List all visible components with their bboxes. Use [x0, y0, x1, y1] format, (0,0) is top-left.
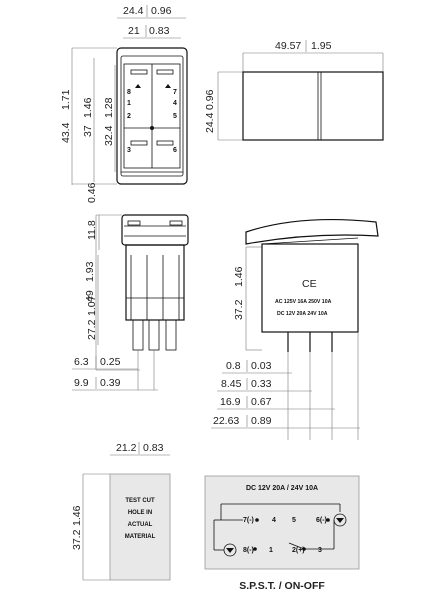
- dim-body-height-b: 1.93: [84, 261, 96, 282]
- pin-7: 7: [173, 89, 177, 96]
- dim-side-height-b: 0.96: [204, 89, 216, 110]
- dim-cut-width-b: 0.83: [143, 442, 164, 454]
- schematic-title: DC 12V 20A / 24V 10A: [246, 485, 318, 492]
- dim-cut-width-a: 21.2: [116, 442, 137, 454]
- side-view: 49.57 1.95 24.4 0.96: [204, 40, 384, 141]
- term-5: 5: [292, 517, 296, 524]
- dim-cut-height-b: 1.46: [71, 505, 83, 526]
- dim-term-len-a: 27.2: [86, 319, 98, 340]
- term-3: 3: [318, 547, 322, 554]
- cut-hole-template: 21.2 0.83 37.2 1.46 TEST CUT HOLE IN ACT…: [71, 442, 171, 581]
- pin-4: 4: [173, 100, 177, 107]
- cut-label-line4: MATERIAL: [125, 534, 156, 540]
- dim-r3-b: 0.67: [251, 396, 272, 408]
- dim-r-height-b: 1.46: [233, 266, 245, 287]
- dim-r4-b: 0.89: [251, 415, 272, 427]
- dim-inner-height-b: 1.28: [103, 97, 115, 118]
- front-profile: 49 1.93 11.8 0.46 27.2 1.07 6.3 0.25 9.: [72, 182, 189, 391]
- dc-rating: DC 12V 20A 24V 10A: [277, 311, 328, 317]
- dim-total-height-a: 43.4: [60, 122, 72, 143]
- term-4: 4: [272, 517, 276, 524]
- dim-top-width-a: 24.4: [123, 5, 144, 17]
- dim-r4-a: 22.63: [213, 415, 239, 427]
- dim-r2-b: 0.33: [251, 378, 272, 390]
- dim-r1-a: 0.8: [226, 360, 241, 372]
- cut-label-line2: HOLE IN: [128, 510, 152, 516]
- dim-term-len-b: 1.07: [86, 295, 98, 316]
- dim-side-width-b: 1.95: [311, 40, 332, 52]
- dim-cap-height-b: 0.46: [86, 182, 98, 203]
- dim-body-height-a: 49: [84, 290, 96, 302]
- pin-1: 1: [127, 100, 131, 107]
- dim-side-width-a: 49.57: [275, 40, 301, 52]
- dim-cut-height-a: 37.2: [71, 529, 83, 550]
- dim-r3-a: 16.9: [220, 396, 241, 408]
- term-8: 8(-): [243, 547, 254, 554]
- dim-top-width-b: 0.96: [151, 5, 172, 17]
- pin-5: 5: [173, 113, 177, 120]
- dim-inner-width-b: 0.83: [149, 25, 170, 37]
- dim-total-height-b: 1.71: [60, 89, 72, 110]
- dim-mid-height-a: 37: [82, 125, 94, 137]
- dim-side-height-a: 24.4: [204, 112, 216, 133]
- pin-2: 2: [127, 113, 131, 120]
- side-profile: 37.2 1.46 CE AC 125V 16A 250V 10A DC 12V…: [211, 218, 379, 440]
- term-1: 1: [269, 547, 273, 554]
- dim-r1-b: 0.03: [251, 360, 272, 372]
- dim-inner-width-a: 21: [128, 25, 140, 37]
- dim-r2-a: 8.45: [221, 378, 242, 390]
- pin-3: 3: [127, 147, 131, 154]
- schematic-caption: S.P.S.T. / ON-OFF: [239, 580, 325, 592]
- term-7: 7(-): [243, 517, 254, 524]
- front-view: 24.4 0.96 21 0.83 43.4 1.71 37 1.46 32.4…: [60, 5, 188, 185]
- ce-mark: CE: [302, 278, 317, 290]
- dim-t2-b: 0.39: [100, 377, 121, 389]
- dim-cap-height-a: 11.8: [86, 220, 98, 240]
- wiring-schematic: DC 12V 20A / 24V 10A 7(-) 4 5 6(-) 8(-) …: [204, 475, 360, 592]
- term-2: 2(+): [292, 547, 305, 554]
- pin-6: 6: [173, 147, 177, 154]
- dim-t1-b: 0.25: [100, 356, 121, 368]
- pin-8: 8: [127, 89, 131, 96]
- dim-inner-height-a: 32.4: [103, 125, 115, 146]
- ac-rating: AC 125V 16A 250V 10A: [275, 299, 332, 305]
- dim-t1-a: 6.3: [74, 356, 89, 368]
- dim-t2-a: 9.9: [74, 377, 89, 389]
- cut-label-line1: TEST CUT: [125, 498, 155, 504]
- dim-mid-height-b: 1.46: [82, 97, 94, 118]
- dim-r-height-a: 37.2: [233, 299, 245, 320]
- cut-label-line3: ACTUAL: [128, 522, 153, 528]
- term-6: 6(-): [316, 517, 327, 524]
